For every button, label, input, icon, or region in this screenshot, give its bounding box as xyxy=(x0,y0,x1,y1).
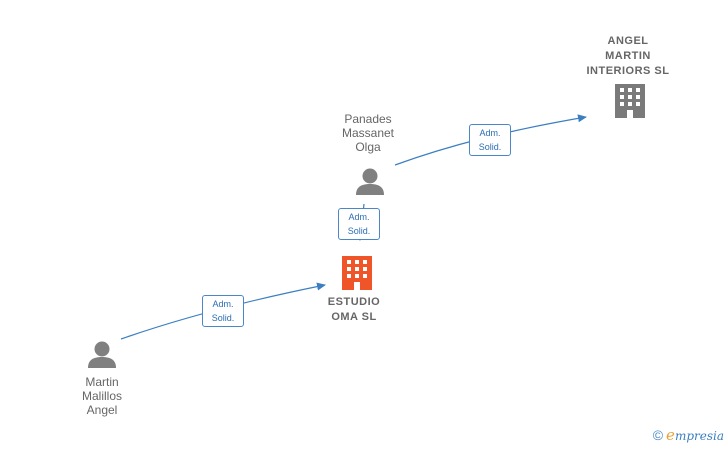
edge-label-panades-to-angel-martin-interiors[interactable]: Adm. Solid. xyxy=(469,124,511,156)
person-icon-panades-massanet-olga[interactable] xyxy=(356,168,384,196)
label-line: Panades xyxy=(344,112,392,126)
label-line: INTERIORS SL xyxy=(586,65,670,77)
empresia-watermark: ©empresia xyxy=(653,426,724,444)
label-line: Olga xyxy=(355,140,381,154)
brand-name: mpresia xyxy=(674,429,724,443)
label-line: Malillos xyxy=(81,389,122,403)
label-panades-massanet-olga[interactable]: Panades Massanet Olga xyxy=(326,112,410,154)
brand-initial: e xyxy=(666,426,675,444)
edge-label-martin-malillos-to-estudio-oma[interactable]: Adm. Solid. xyxy=(202,295,244,327)
label-martin-malillos-angel[interactable]: Martin Malillos Angel xyxy=(60,375,144,417)
building-icon-angel-martin-interiors[interactable] xyxy=(615,84,645,118)
edge-label-line: Solid. xyxy=(347,226,371,236)
label-line: Massanet xyxy=(341,126,395,140)
edge-label-panades-to-estudio-oma[interactable]: Adm. Solid. xyxy=(338,208,380,240)
label-angel-martin-interiors[interactable]: ANGEL MARTIN INTERIORS SL xyxy=(578,34,678,79)
label-line: Angel xyxy=(86,403,118,417)
label-line: ESTUDIO xyxy=(327,296,381,308)
copyright-symbol: © xyxy=(652,427,664,443)
edge-label-line: Solid. xyxy=(478,142,502,152)
label-line: Martin xyxy=(85,375,119,389)
edge-label-line: Adm. xyxy=(212,299,234,309)
edge-label-line: Adm. xyxy=(348,212,370,222)
person-icon-martin-malillos-angel[interactable] xyxy=(88,341,116,369)
building-icon-estudio-oma[interactable] xyxy=(342,256,372,290)
label-line: OMA SL xyxy=(331,311,377,323)
label-line: ANGEL xyxy=(607,35,649,47)
label-line: MARTIN xyxy=(605,50,651,62)
label-estudio-oma[interactable]: ESTUDIO OMA SL xyxy=(314,295,394,325)
edge-label-line: Solid. xyxy=(211,313,235,323)
edge-label-line: Adm. xyxy=(479,128,501,138)
